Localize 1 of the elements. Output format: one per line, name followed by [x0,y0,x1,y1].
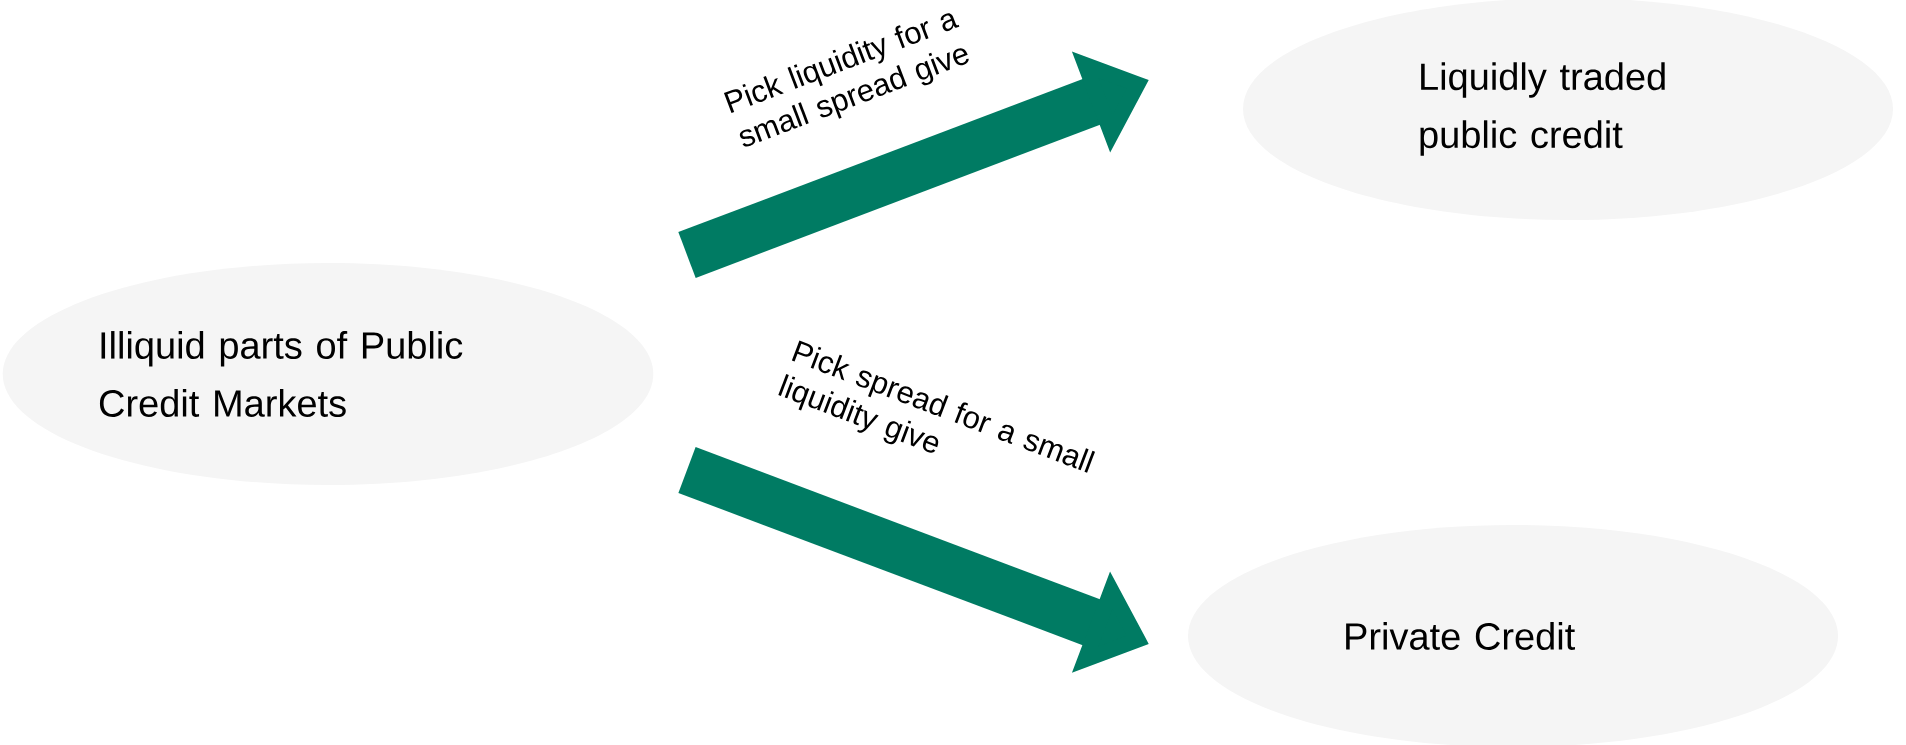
ellipse-node: Illiquid parts of Public Credit Markets [2,263,654,485]
